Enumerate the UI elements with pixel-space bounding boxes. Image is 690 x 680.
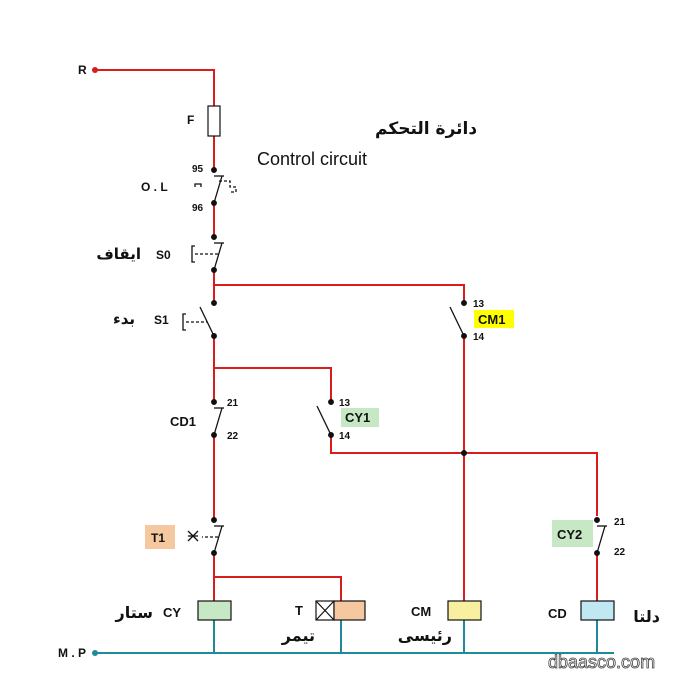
- coil-timer: [333, 600, 366, 621]
- cm1-tag: [474, 310, 514, 328]
- contact-cm1: [449, 300, 467, 339]
- phase-wiring: [95, 69, 598, 601]
- coil-cy-label: CY: [163, 605, 181, 620]
- cy1-tag: [341, 408, 379, 427]
- cy1-pin-13: 13: [339, 398, 351, 409]
- t1-tag: [145, 525, 175, 549]
- ol-pin-95: 95: [192, 164, 204, 175]
- ol-pin-96: 96: [192, 203, 204, 214]
- title-english: Control circuit: [257, 149, 367, 169]
- timer-contact-t1: [187, 517, 224, 556]
- cd1-pin-22: 22: [227, 431, 239, 442]
- coil-cm-arabic: رئيسى: [398, 626, 452, 645]
- overload-label: O . L: [141, 180, 168, 194]
- coil-cd-arabic: دلتا: [633, 607, 660, 626]
- timer-cross-icon: [315, 600, 335, 621]
- cy2-pin-22: 22: [614, 547, 626, 558]
- cy2-tag: [552, 520, 593, 547]
- coil-cm-label: CM: [411, 604, 431, 619]
- cd1-pin-21: 21: [227, 398, 239, 409]
- supply-neutral: M . P: [58, 646, 98, 660]
- start-button-arabic: بدء: [113, 310, 135, 328]
- supply-r: R: [78, 63, 98, 77]
- start-button-s1: [182, 300, 217, 339]
- cy2-pin-21: 21: [614, 517, 626, 528]
- contact-cd1: [211, 399, 224, 438]
- coil-cd: [580, 600, 615, 621]
- stop-button-s0: [191, 234, 224, 273]
- start-button-label: S1: [154, 313, 169, 327]
- coil-t-arabic: تيمر: [281, 626, 315, 645]
- cy2-label: CY2: [557, 527, 582, 542]
- coil-cy-arabic: ستار: [115, 603, 153, 622]
- cy1-pin-14: 14: [339, 431, 351, 442]
- cm1-pin-13: 13: [473, 299, 485, 310]
- junction-dot: [461, 450, 467, 456]
- t1-label: T1: [151, 531, 165, 545]
- neutral-wiring: [95, 620, 614, 654]
- coil-cm: [447, 600, 482, 621]
- stop-button-label: S0: [156, 248, 171, 262]
- contact-cy2: [594, 517, 607, 556]
- watermark: dbaasco.com: [548, 652, 655, 672]
- title-arabic: دائرة التحكم: [375, 119, 477, 139]
- coil-cy: [197, 600, 232, 621]
- contact-cy1: [316, 399, 334, 438]
- cm1-label: CM1: [478, 312, 505, 327]
- coil-t-label: T: [295, 603, 303, 618]
- cm1-pin-14: 14: [473, 332, 485, 343]
- neutral-label: M . P: [58, 646, 86, 660]
- fuse: F: [187, 105, 221, 137]
- coil-cd-label: CD: [548, 606, 567, 621]
- stop-button-arabic: ايقاف: [96, 245, 141, 263]
- cd1-label: CD1: [170, 414, 196, 429]
- cy1-label: CY1: [345, 410, 370, 425]
- fuse-label: F: [187, 113, 194, 127]
- overload-contact: [194, 167, 237, 206]
- phase-label: R: [78, 63, 87, 77]
